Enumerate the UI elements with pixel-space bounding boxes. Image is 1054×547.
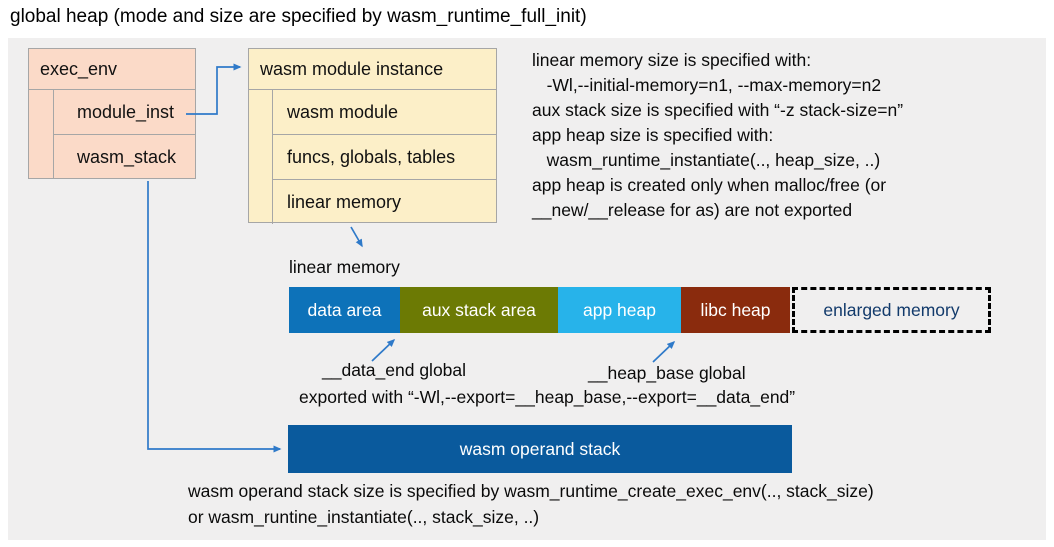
page-title: global heap (mode and size are specified… [10, 6, 587, 27]
segment-app-heap: app heap [558, 287, 681, 333]
exec-env-header: exec_env [29, 49, 195, 90]
linear-memory-bar: data area aux stack area app heap libc h… [289, 287, 790, 333]
data-end-global-label: __data_end global [322, 360, 467, 380]
enlarged-memory-label: enlarged memory [823, 299, 960, 320]
note-line: -Wl,--initial-memory=n1, --max-memory=n2 [532, 75, 882, 95]
note-line: wasm_runtime_instantiate(.., heap_size, … [532, 150, 881, 170]
exec-env-row-module-inst: module_inst [54, 90, 195, 135]
note-line: aux stack size is specified with “-z sta… [532, 100, 904, 120]
instance-row-funcs-globals-tables: funcs, globals, tables [273, 135, 496, 180]
note-line: __new/__release for as) are not exported [532, 200, 853, 220]
instance-row-wasm-module: wasm module [273, 90, 496, 135]
wasm-operand-stack-bar: wasm operand stack [288, 425, 792, 473]
note-line: app heap is created only when malloc/fre… [532, 175, 887, 195]
note-line: app heap size is specified with: [532, 125, 774, 145]
linear-memory-label: linear memory [289, 257, 400, 277]
exec-env-box: exec_env module_inst wasm_stack [28, 48, 196, 179]
notes-right: linear memory size is specified with: -W… [532, 48, 903, 223]
segment-data-area: data area [289, 287, 400, 333]
heap-base-global-label: __heap_base global [588, 363, 746, 383]
export-flags-label: exported with “-Wl,--export=__heap_base,… [299, 387, 796, 407]
notes-bottom: wasm operand stack size is specified by … [188, 478, 874, 530]
exec-env-row-wasm-stack: wasm_stack [77, 146, 177, 167]
note-line: linear memory size is specified with: [532, 50, 812, 70]
wasm-module-instance-body: wasm module funcs, globals, tables linea… [249, 90, 496, 224]
note-line: or wasm_runtine_instantiate(.., stack_si… [188, 507, 540, 527]
segment-aux-stack-area: aux stack area [400, 287, 558, 333]
instance-row-linear-memory: linear memory [287, 191, 402, 212]
wasm-module-instance-box: wasm module instance wasm module funcs, … [248, 48, 497, 224]
wasm-module-instance-header: wasm module instance [249, 49, 496, 90]
exec-env-body: module_inst wasm_stack [29, 90, 195, 179]
segment-libc-heap: libc heap [681, 287, 790, 333]
note-line: wasm operand stack size is specified by … [188, 481, 874, 501]
enlarged-memory-box: enlarged memory [792, 287, 991, 333]
